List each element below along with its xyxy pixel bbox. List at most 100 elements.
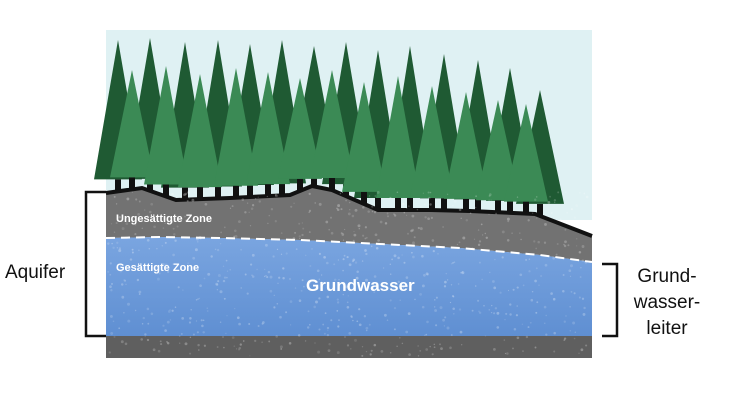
speckle: [578, 296, 581, 299]
tree-trunk: [475, 199, 481, 214]
speckle: [150, 312, 154, 316]
speckle: [481, 278, 483, 281]
speckle: [206, 310, 209, 312]
speckle: [446, 279, 449, 281]
speckle: [525, 258, 528, 261]
speckle: [433, 343, 436, 346]
speckle: [214, 248, 217, 251]
speckle: [405, 207, 408, 209]
speckle: [509, 313, 512, 316]
speckle: [169, 309, 171, 311]
speckle: [118, 247, 122, 250]
speckle: [535, 311, 538, 314]
speckle: [504, 318, 506, 321]
speckle: [354, 338, 357, 342]
speckle: [411, 251, 413, 254]
speckle: [425, 348, 429, 351]
speckle: [379, 220, 383, 224]
speckle: [216, 248, 220, 252]
speckle: [298, 222, 301, 225]
speckle: [499, 291, 502, 294]
speckle: [240, 287, 242, 289]
speckle: [326, 295, 330, 299]
speckle: [494, 307, 498, 310]
speckle: [588, 227, 591, 230]
speckle: [119, 269, 123, 273]
speckle: [323, 332, 326, 335]
speckle: [471, 309, 474, 312]
speckle: [146, 338, 150, 342]
speckle: [507, 220, 510, 223]
speckle: [282, 277, 285, 280]
tree-trunk: [361, 191, 367, 206]
speckle: [226, 276, 228, 279]
speckle: [462, 236, 466, 240]
speckle: [171, 309, 174, 312]
speckle: [459, 330, 463, 334]
speckle: [506, 352, 509, 355]
speckle: [528, 258, 531, 260]
speckle: [134, 309, 137, 312]
speckle: [585, 344, 588, 347]
speckle: [545, 333, 548, 336]
speckle: [118, 216, 122, 219]
speckle: [361, 260, 364, 262]
speckle: [300, 289, 303, 292]
speckle: [426, 320, 429, 324]
speckle: [391, 258, 393, 261]
speckle: [246, 202, 249, 204]
speckle: [116, 247, 119, 249]
speckle: [389, 196, 392, 199]
speckle: [522, 350, 524, 352]
speckle: [179, 342, 181, 344]
speckle: [550, 292, 553, 295]
speckle: [425, 272, 429, 276]
speckle: [197, 298, 199, 300]
speckle: [442, 226, 444, 228]
speckle: [294, 287, 297, 289]
speckle: [353, 230, 355, 233]
speckle: [318, 202, 322, 206]
tree-trunk: [129, 177, 135, 192]
speckle: [424, 334, 426, 337]
speckle: [368, 323, 371, 326]
speckle: [261, 341, 263, 343]
speckle: [233, 345, 236, 347]
speckle: [481, 234, 484, 236]
speckle: [431, 239, 435, 242]
speckle: [221, 335, 225, 339]
speckle: [353, 233, 357, 237]
speckle: [480, 223, 483, 226]
speckle: [107, 270, 110, 273]
speckle: [473, 238, 476, 240]
speckle: [129, 258, 133, 261]
speckle: [172, 263, 175, 265]
speckle: [220, 231, 223, 234]
speckle: [301, 279, 304, 282]
speckle: [160, 343, 163, 346]
speckle: [583, 306, 586, 310]
speckle: [251, 253, 255, 257]
speckle: [471, 247, 474, 250]
speckle: [141, 217, 143, 220]
speckle: [370, 245, 373, 247]
speckle: [421, 254, 424, 258]
speckle: [110, 289, 113, 292]
speckle: [431, 353, 434, 356]
speckle: [327, 349, 331, 352]
speckle: [140, 338, 143, 341]
speckle: [402, 286, 405, 289]
speckle: [373, 291, 376, 293]
speckle: [563, 337, 567, 340]
speckle: [183, 193, 186, 197]
speckle: [352, 258, 356, 262]
tree-trunk: [147, 178, 153, 193]
speckle: [342, 293, 345, 296]
speckle: [256, 268, 258, 271]
speckle: [236, 316, 240, 320]
tree-trunk: [375, 198, 381, 212]
speckle: [456, 243, 459, 246]
speckle: [258, 200, 262, 203]
speckle: [428, 196, 431, 200]
speckle: [246, 292, 249, 295]
